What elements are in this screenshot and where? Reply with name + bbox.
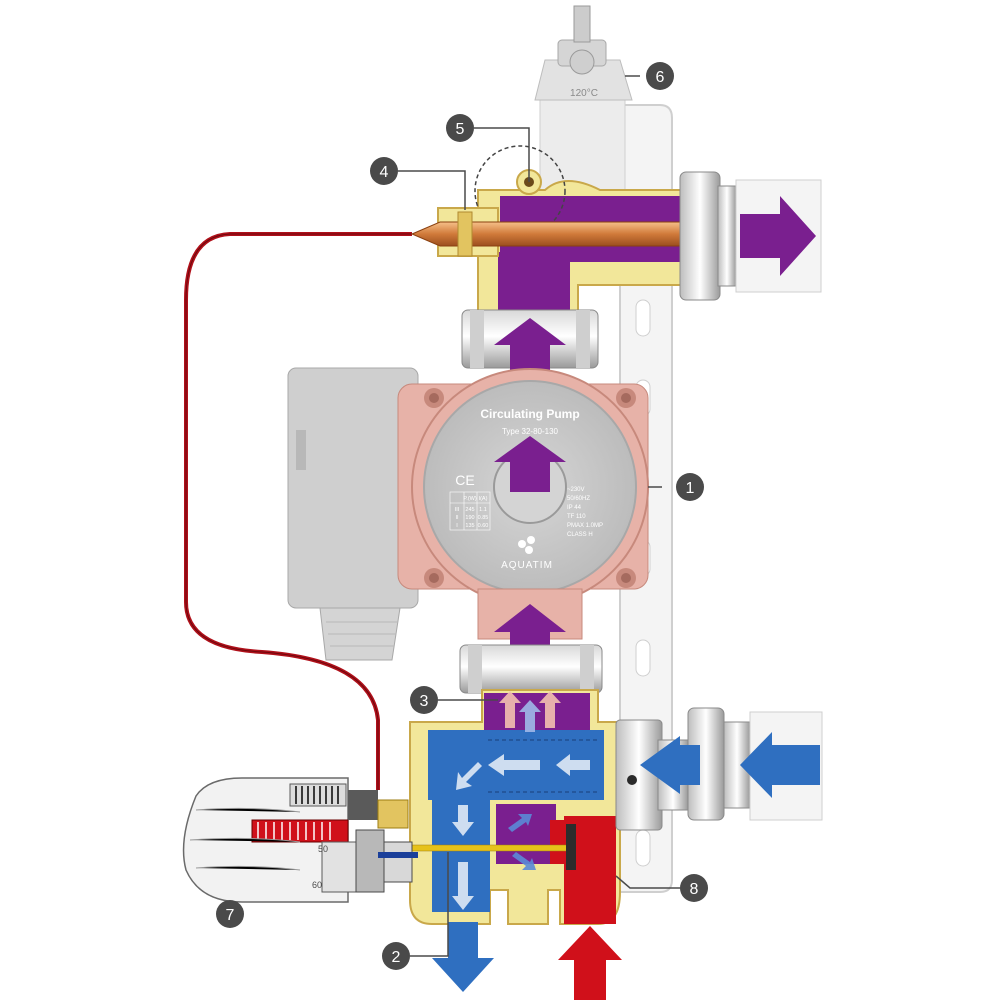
spec-line: 50/60HZ <box>567 496 590 502</box>
callout-3: 3 <box>410 686 438 714</box>
temperature-sensor <box>410 207 701 257</box>
supply-arrow <box>558 926 622 1000</box>
spec-cell: 245 <box>465 507 474 513</box>
spec-line: PMAX 1.0MP <box>567 523 603 529</box>
spec-header-2: I(A) <box>479 496 488 502</box>
pump-title: Circulating Pump <box>480 407 579 421</box>
air-vent: 120°C <box>534 5 633 191</box>
spec-cell: II <box>455 515 459 521</box>
svg-text:5: 5 <box>456 121 465 138</box>
callout-leaders <box>398 75 680 957</box>
brand-name: AQUATIM <box>501 560 553 571</box>
mixing-valve <box>379 689 621 925</box>
svg-text:6: 6 <box>656 69 665 86</box>
callout-7: 7 <box>216 900 244 928</box>
svg-text:7: 7 <box>226 907 235 924</box>
callout-5: 5 <box>446 114 474 142</box>
svg-text:8: 8 <box>690 881 699 898</box>
svg-text:2: 2 <box>392 949 401 966</box>
callout-6: 6 <box>646 62 674 90</box>
ce-mark: CE <box>455 472 474 488</box>
bypass-union <box>615 707 823 831</box>
dial-mark-60: 60 <box>312 880 322 890</box>
spec-cell: 1.1 <box>479 507 487 513</box>
pump-type: Type 32-80-130 <box>502 427 559 436</box>
return-arrow <box>432 922 494 992</box>
spec-cell: III <box>455 507 460 513</box>
spec-line: TF 110 <box>567 514 586 520</box>
callout-8: 8 <box>680 874 708 902</box>
callout-4: 4 <box>370 157 398 185</box>
spec-cell: 0.85 <box>478 515 489 521</box>
thermostatic-head: 50 60 <box>182 777 418 903</box>
svg-text:1: 1 <box>686 480 695 497</box>
svg-text:3: 3 <box>420 693 429 710</box>
svg-text:4: 4 <box>380 164 389 181</box>
pump-lower-nut <box>459 644 603 694</box>
spec-cell: 0.60 <box>478 523 489 529</box>
callout-1: 1 <box>676 473 704 501</box>
spec-line: ~230V <box>567 487 585 493</box>
pump-upper-nut <box>461 309 599 376</box>
vent-temp-label: 120°C <box>570 88 598 99</box>
dial-mark-50: 50 <box>318 844 328 854</box>
spec-table: P.(W) I(A) III 245 1.1 II 190 0.85 I 135… <box>449 491 491 531</box>
outlet-union <box>679 171 822 301</box>
spec-cell: 135 <box>465 523 474 529</box>
spec-header-1: P.(W) <box>463 496 477 502</box>
spec-line: CLASS H <box>567 532 593 538</box>
circulating-pump: Circulating Pump Type 32-80-130 CE P.(W)… <box>287 367 649 661</box>
spec-cell: 190 <box>465 515 474 521</box>
callout-2: 2 <box>382 942 410 970</box>
spec-line: IP 44 <box>567 505 582 511</box>
flow-arrows <box>452 691 590 910</box>
spec-cell: I <box>456 523 458 529</box>
brand-logo-icon <box>518 536 535 554</box>
spec-lines: ~230V 50/60HZ IP 44 TF 110 PMAX 1.0MP CL… <box>567 487 603 538</box>
